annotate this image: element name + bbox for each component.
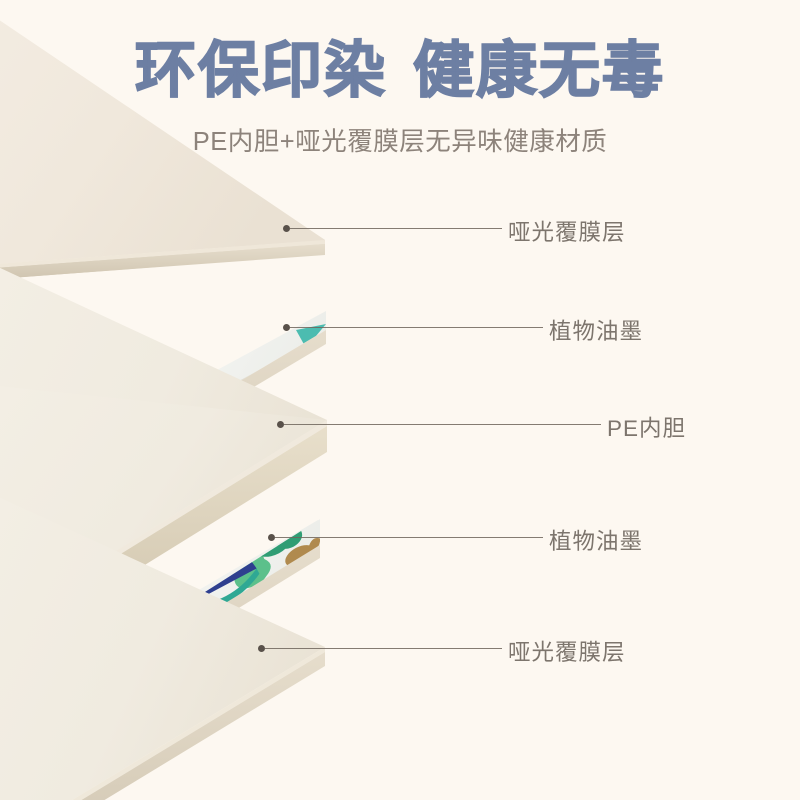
bottom-edge [81, 652, 325, 800]
slab-face [0, 20, 325, 264]
callout-dot [283, 225, 290, 232]
callout-line [284, 424, 601, 425]
crown [182, 542, 210, 564]
callout-label-plant-ink-top: 植物油墨 [549, 319, 644, 344]
slab-edge-highlight [0, 240, 325, 268]
callout-label-matte-film-bottom: 哑光覆膜层 [508, 640, 626, 665]
callout-line [290, 327, 543, 328]
callout-dot [268, 534, 275, 541]
layer-matte-film-bottom [0, 497, 325, 800]
callout-dot [283, 324, 290, 331]
callout-line [290, 228, 502, 229]
callout-label-pe-liner: PE内胆 [607, 416, 687, 441]
callout-line [265, 648, 502, 649]
callout-label-plant-ink-bottom: 植物油墨 [549, 529, 644, 554]
callout-dot [277, 421, 284, 428]
callout-dot [258, 645, 265, 652]
bottom-edge-highlight [72, 647, 325, 800]
layer-matte-film-top [0, 20, 325, 279]
callout-label-matte-film-top: 哑光覆膜层 [508, 220, 626, 245]
bottom-surface [0, 497, 325, 800]
motif-triangle [296, 324, 326, 348]
motif-bird-small [163, 311, 186, 317]
slab-edge-shadow [0, 244, 325, 279]
callout-line [275, 537, 543, 538]
